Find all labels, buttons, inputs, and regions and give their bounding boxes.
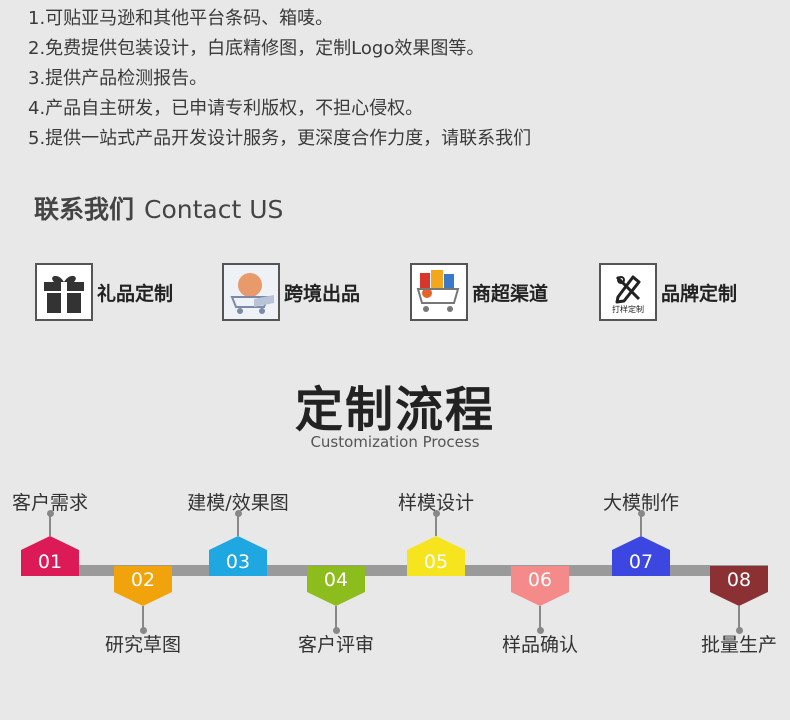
service-gift[interactable]: 礼品定制 <box>35 263 173 321</box>
service-brand[interactable]: 打样定制 品牌定制 <box>599 263 737 321</box>
step-number: 06 <box>527 569 553 591</box>
service-cross-border[interactable]: 跨境出品 <box>222 263 360 321</box>
step-label: 大模制作 <box>602 492 679 514</box>
process-step: 06 <box>511 566 569 634</box>
gift-icon <box>35 263 93 321</box>
note-item: 1.可贴亚马逊和其他平台条码、箱唛。 <box>28 8 334 29</box>
step-marker: 01 <box>21 536 79 576</box>
step-label: 样模设计 <box>397 492 474 514</box>
service-label: 礼品定制 <box>97 282 174 305</box>
cross-border-photo <box>222 263 280 321</box>
step-marker: 02 <box>114 566 172 606</box>
step-connector-dot <box>46 510 54 517</box>
shopping-cart-photo <box>410 263 468 321</box>
note-item: 4.产品自主研发，已申请专利版权，不担心侵权。 <box>28 98 424 119</box>
step-marker: 05 <box>407 536 465 576</box>
step-number: 03 <box>225 551 251 573</box>
step-label: 研究草图 <box>104 634 181 656</box>
step-connector-dot <box>332 627 340 634</box>
step-connector-dot <box>735 627 743 634</box>
step-number: 02 <box>130 569 156 591</box>
step-connector <box>49 514 51 536</box>
step-label: 建模/效果图 <box>187 492 289 514</box>
step-connector-dot <box>139 627 147 634</box>
step-connector <box>640 514 642 536</box>
process-step: 05 <box>407 510 465 576</box>
process-track <box>22 565 768 576</box>
process-step: 03 <box>209 510 267 576</box>
service-supermarket[interactable]: 商超渠道 <box>410 263 548 321</box>
note-item: 5.提供一站式产品开发设计服务，更深度合作力度，请联系我们 <box>28 128 532 149</box>
brand-pen-icon: 打样定制 <box>599 263 657 321</box>
step-number: 08 <box>726 569 752 591</box>
step-connector <box>539 606 541 630</box>
step-label: 客户评审 <box>297 634 374 656</box>
step-connector <box>435 514 437 536</box>
step-label: 客户需求 <box>11 492 88 514</box>
step-marker: 03 <box>209 536 267 576</box>
step-number: 01 <box>37 551 63 573</box>
service-label: 品牌定制 <box>661 282 738 305</box>
process-step: 04 <box>307 566 365 634</box>
step-marker: 07 <box>612 536 670 576</box>
step-connector-dot <box>637 510 645 517</box>
process-step: 01 <box>21 510 79 576</box>
step-marker: 06 <box>511 566 569 606</box>
step-connector <box>237 514 239 536</box>
step-connector-dot <box>432 510 440 517</box>
step-connector-dot <box>234 510 242 517</box>
contact-title-en: Contact US <box>144 195 284 224</box>
note-item: 3.提供产品检测报告。 <box>28 68 208 89</box>
step-number: 07 <box>628 551 654 573</box>
process-title: 定制流程 <box>294 382 495 438</box>
step-number: 05 <box>423 551 449 573</box>
process-subtitle: Customization Process <box>310 433 480 451</box>
step-label: 样品确认 <box>501 634 578 656</box>
step-connector <box>738 606 740 630</box>
step-marker: 04 <box>307 566 365 606</box>
notes-list: 1.可贴亚马逊和其他平台条码、箱唛。 2.免费提供包装设计，白底精修图，定制Lo… <box>28 4 531 154</box>
step-connector-dot <box>536 627 544 634</box>
process-step: 07 <box>612 510 670 576</box>
process-step: 08 <box>710 566 768 634</box>
step-connector <box>142 606 144 630</box>
process-step: 02 <box>114 566 172 634</box>
step-label: 批量生产 <box>700 634 777 656</box>
note-item: 2.免费提供包装设计，白底精修图，定制Logo效果图等。 <box>28 38 485 59</box>
brand-icon-caption: 打样定制 <box>612 304 644 314</box>
contact-heading: 联系我们 Contact US <box>34 190 283 226</box>
step-connector <box>335 606 337 630</box>
step-number: 04 <box>323 569 349 591</box>
service-label: 跨境出品 <box>284 282 361 305</box>
service-label: 商超渠道 <box>472 282 549 305</box>
contact-title-cn: 联系我们 <box>34 195 135 224</box>
step-marker: 08 <box>710 566 768 606</box>
